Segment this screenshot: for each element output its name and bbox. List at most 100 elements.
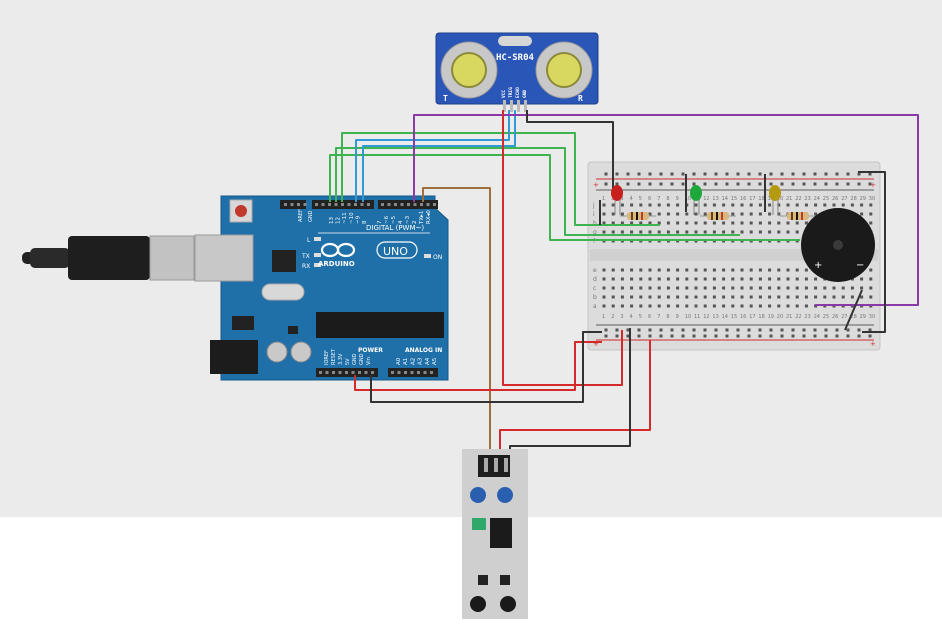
breadboard-hole[interactable] [703,268,707,272]
breadboard-hole[interactable] [703,286,707,290]
wire-black-buzzer-gnd[interactable] [844,289,863,331]
breadboard-hole[interactable] [657,304,661,308]
breadboard-hole[interactable] [611,304,615,308]
breadboard-hole[interactable] [722,221,726,225]
breadboard-hole[interactable] [777,203,781,207]
rail-hole[interactable] [703,182,707,186]
led-yellow[interactable] [769,185,781,215]
breadboard-hole[interactable] [620,268,624,272]
breadboard-hole[interactable] [758,277,762,281]
breadboard-hole[interactable] [712,304,716,308]
rail-hole[interactable] [780,172,784,176]
breadboard-hole[interactable] [602,221,606,225]
header-pin[interactable] [404,371,407,374]
header-pin[interactable] [319,371,322,374]
breadboard-hole[interactable] [611,212,615,216]
breadboard-hole[interactable] [676,221,680,225]
wire-green-pin11[interactable] [335,147,740,236]
header-pin[interactable] [417,371,420,374]
breadboard-hole[interactable] [630,295,634,299]
rail-hole[interactable] [681,334,685,338]
rail-hole[interactable] [681,182,685,186]
breadboard-hole[interactable] [639,230,643,234]
header-pin[interactable] [420,203,423,206]
breadboard-hole[interactable] [620,286,624,290]
breadboard-hole[interactable] [722,203,726,207]
rail-hole[interactable] [747,328,751,332]
breadboard-hole[interactable] [758,268,762,272]
breadboard-hole[interactable] [749,304,753,308]
sr04-pin[interactable] [517,100,520,112]
breadboard-hole[interactable] [768,203,772,207]
breadboard-hole[interactable] [630,230,634,234]
breadboard-hole[interactable] [804,277,808,281]
breadboard-hole[interactable] [777,268,781,272]
breadboard-hole[interactable] [860,295,864,299]
breadboard-hole[interactable] [768,230,772,234]
breadboard-hole[interactable] [795,230,799,234]
breadboard-hole[interactable] [620,304,624,308]
breadboard-hole[interactable] [620,221,624,225]
breadboard-hole[interactable] [694,212,698,216]
sr04-pin[interactable] [503,100,506,112]
rail-hole[interactable] [659,334,663,338]
breadboard-hole[interactable] [795,277,799,281]
breadboard-hole[interactable] [768,295,772,299]
breadboard-hole[interactable] [777,286,781,290]
header-pin[interactable] [303,203,307,206]
rail-hole[interactable] [780,334,784,338]
breadboard-hole[interactable] [777,277,781,281]
header-pin[interactable] [321,203,325,206]
rail-hole[interactable] [615,328,619,332]
wire-black-sr04-gnd[interactable] [526,110,614,190]
breadboard-hole[interactable] [832,203,836,207]
rail-hole[interactable] [714,182,718,186]
breadboard-hole[interactable] [722,295,726,299]
rail-hole[interactable] [846,172,850,176]
breadboard-hole[interactable] [758,212,762,216]
breadboard-hole[interactable] [722,304,726,308]
breadboard-hole[interactable] [685,286,689,290]
breadboard-hole[interactable] [804,203,808,207]
breadboard-hole[interactable] [602,286,606,290]
rail-hole[interactable] [648,328,652,332]
breadboard-hole[interactable] [731,286,735,290]
breadboard-hole[interactable] [657,212,661,216]
breadboard-hole[interactable] [685,304,689,308]
breadboard-hole[interactable] [749,212,753,216]
breadboard-hole[interactable] [869,286,873,290]
breadboard-hole[interactable] [814,286,818,290]
rail-hole[interactable] [714,328,718,332]
rail-hole[interactable] [703,172,707,176]
rail-hole[interactable] [835,334,839,338]
breadboard-hole[interactable] [703,221,707,225]
led-green[interactable] [690,185,702,215]
breadboard-hole[interactable] [676,268,680,272]
rail-hole[interactable] [791,328,795,332]
wire-black-gnd[interactable] [370,331,602,403]
rail-hole[interactable] [681,328,685,332]
breadboard-hole[interactable] [694,221,698,225]
breadboard-hole[interactable] [685,230,689,234]
rail-hole[interactable] [725,328,729,332]
rail-hole[interactable] [604,328,608,332]
breadboard-hole[interactable] [749,221,753,225]
breadboard-hole[interactable] [758,221,762,225]
rail-hole[interactable] [758,172,762,176]
breadboard-hole[interactable] [639,203,643,207]
rail-hole[interactable] [659,172,663,176]
breadboard-hole[interactable] [712,286,716,290]
breadboard-hole[interactable] [657,286,661,290]
breadboard-hole[interactable] [841,295,845,299]
breadboard-hole[interactable] [648,221,652,225]
breadboard-hole[interactable] [703,295,707,299]
rail-hole[interactable] [824,334,828,338]
breadboard-hole[interactable] [740,295,744,299]
breadboard-hole[interactable] [850,203,854,207]
breadboard-hole[interactable] [804,221,808,225]
rail-hole[interactable] [813,172,817,176]
breadboard-hole[interactable] [814,212,818,216]
breadboard-hole[interactable] [786,277,790,281]
breadboard-hole[interactable] [639,304,643,308]
resistor-1[interactable] [620,212,656,220]
